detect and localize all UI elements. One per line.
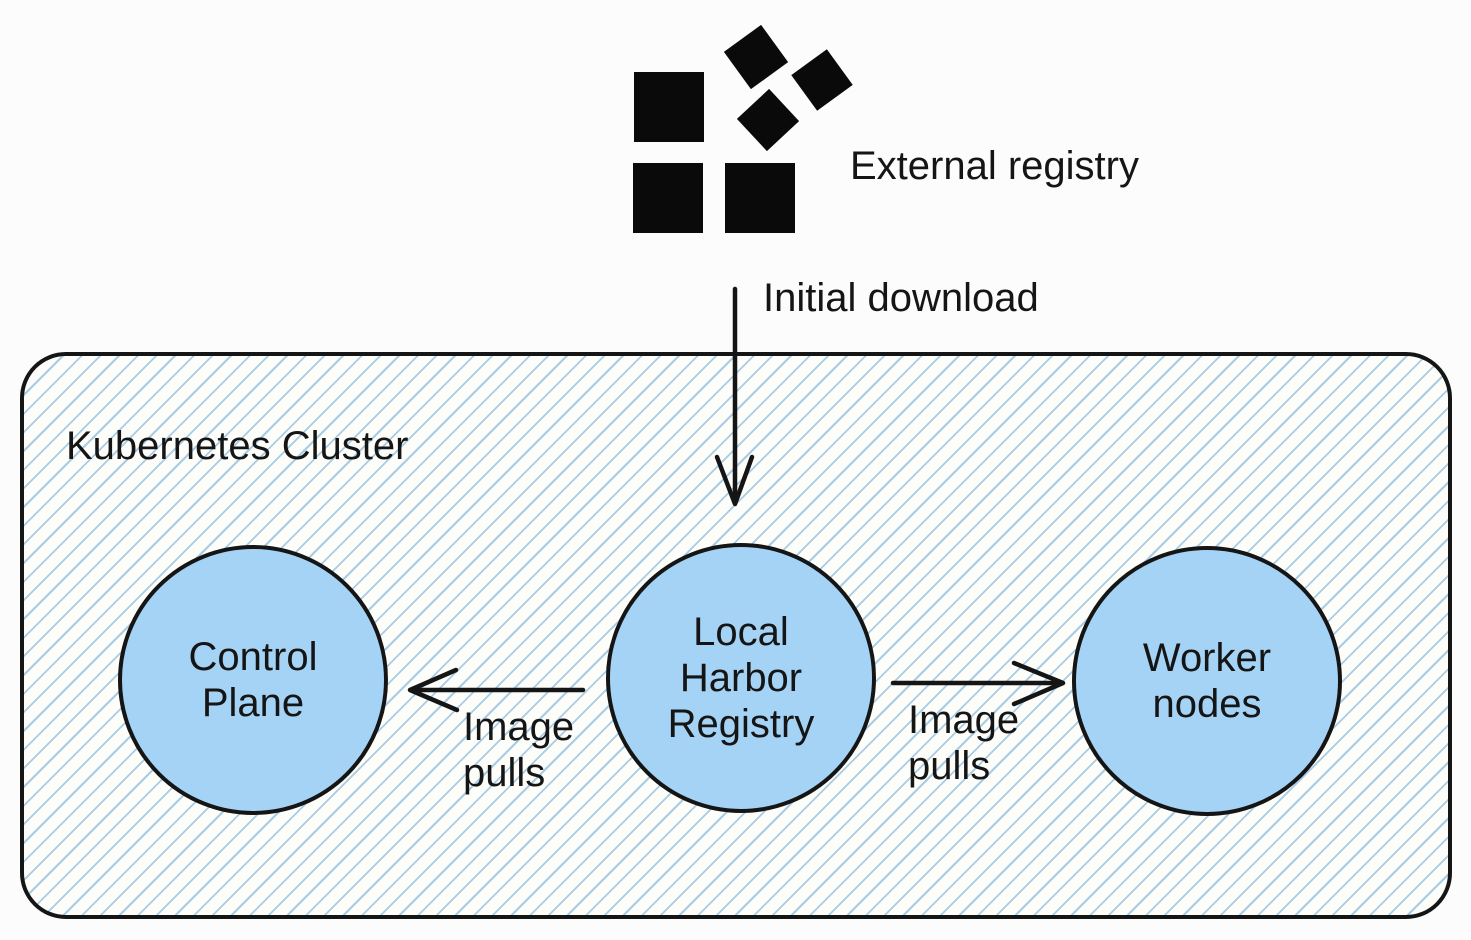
node-worker-nodes-label: Worker nodes [1142, 636, 1272, 726]
registry-block-square-bottom-left [633, 163, 703, 233]
registry-block-tilted-bottom [736, 88, 800, 152]
registry-block-tilted-top [723, 24, 789, 90]
node-worker-nodes: Worker nodes [1072, 546, 1342, 816]
external-registry-label: External registry [850, 144, 1139, 188]
registry-block-tilted-right [791, 49, 853, 111]
external-registry-icon [633, 24, 853, 233]
node-local-harbor-registry-label: Local Harbor Registry [667, 610, 815, 746]
registry-blocks [633, 24, 853, 233]
kubernetes-cluster-label: Kubernetes Cluster [66, 424, 409, 468]
image-pulls-label-right: Image pulls [908, 698, 1020, 788]
registry-block-square-bottom-mid [725, 163, 795, 233]
node-control-plane-label: Control Plane [188, 635, 318, 725]
node-control-plane: Control Plane [118, 545, 388, 815]
initial-download-label: Initial download [763, 276, 1039, 320]
node-local-harbor-registry: Local Harbor Registry [606, 543, 876, 813]
image-pulls-label-left: Image pulls [463, 705, 575, 795]
registry-block-square-top-left [634, 72, 704, 142]
